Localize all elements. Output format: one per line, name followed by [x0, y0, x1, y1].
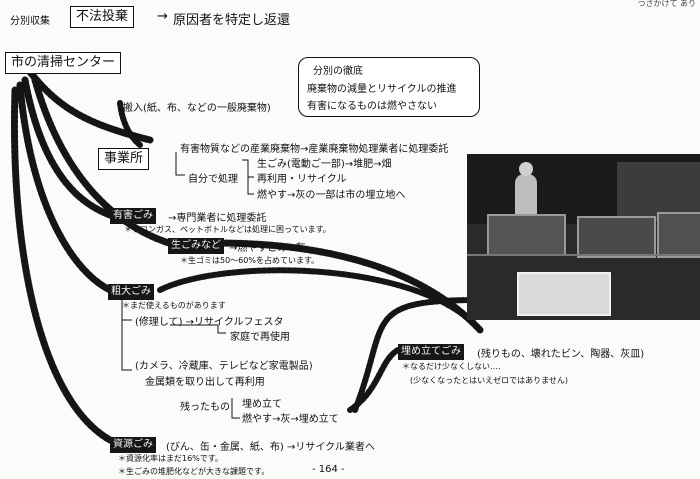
flow-to-resources: [11, 86, 114, 444]
bulky-appliances: (カメラ、冷蔵庫、テレビなど家電製品): [135, 361, 313, 372]
bulky-burn: 燃やす→灰→埋め立て: [242, 414, 339, 425]
kitchen-text: →燃やすごみ→灰: [229, 243, 306, 254]
self-option-3: 燃やす→灰の一部は市の埋立地へ: [257, 190, 406, 201]
self-option-2: 再利用・リサイクル: [257, 174, 347, 185]
center-title: 市の清掃センター: [5, 52, 122, 74]
business-box: 事業所: [98, 148, 150, 170]
hazardous-label: 有害ごみ: [110, 208, 156, 224]
bulky-landfill: 埋め立て: [242, 399, 282, 410]
flow-to-hazardous: [21, 76, 114, 219]
resources-label: 資源ごみ: [110, 437, 156, 453]
illegal-dumping-box: 不法投棄: [70, 6, 135, 28]
bracket-rest: [231, 398, 240, 419]
self-processing-label: 自分で処理: [188, 174, 238, 185]
white-bin: [517, 272, 611, 316]
bracket-bulky: [121, 300, 132, 371]
arrow-home: [170, 324, 226, 334]
bulky-metals: 金属類を取り出して再利用: [145, 377, 265, 388]
inbound-text: 搬入(紙、布、などの一般廃棄物): [123, 103, 271, 114]
policy-line-2: 有害になるものは燃やさない: [307, 101, 437, 112]
policy-line-1: 廃棄物の減量とリサイクルの推進: [307, 84, 457, 95]
flow-inbound: [117, 100, 143, 148]
top-right-text: つさかけて あり: [637, 0, 696, 8]
header-label: 分別収集: [10, 16, 50, 27]
bulky-note: ＊まだ使えるものがあります: [122, 301, 226, 310]
hazardous-text: →専門業者に処理委託: [168, 213, 267, 224]
business-line-1: 有害物質などの産業廃棄物→産業廃棄物処理業者に処理委託: [180, 144, 449, 155]
hazardous-note: ＊フロンガス、ペットボトルなどは処理に困っています。: [124, 225, 331, 234]
policy-box: 分別の徹底 廃棄物の減量とリサイクルの推進 有害になるものは燃やさない: [298, 57, 480, 117]
bracket-self: [242, 159, 254, 195]
kitchen-label: 生ごみなど: [168, 238, 224, 254]
landfill-note-1: ＊なるだけ少なくしない‥‥: [402, 362, 501, 371]
bulky-home: 家庭で再使用: [230, 332, 290, 343]
header-arrow: →: [157, 9, 168, 24]
flow-to-kitchen: [31, 76, 176, 248]
flow-bulky-landfill: [157, 267, 473, 323]
resources-note-2: ＊生ごみの堆肥化などが大きな課題です。: [118, 467, 270, 476]
page-number: - 164 -: [312, 464, 345, 475]
header-result: 原因者を特定し返還: [173, 13, 291, 28]
kitchen-note: ＊生ゴミは50〜60%を占めています。: [180, 256, 320, 265]
resources-text: (びん、缶・金属、紙、布) →リサイクル業者へ: [166, 442, 375, 453]
landfill-label: 埋め立てごみ: [398, 344, 464, 360]
self-option-1: 生ごみ(電動ご一部)→堆肥→畑: [257, 159, 392, 170]
bulky-repair: (修理して) →リサイクルフェスタ: [135, 317, 284, 328]
bulky-rest: 残ったもの: [180, 402, 230, 413]
bracket-business: [175, 152, 185, 176]
bulky-label: 粗大ごみ: [108, 284, 154, 300]
landfill-text: (残りもの、壊れたビン、陶器、灰皿): [477, 349, 645, 360]
flow-to-bulky: [16, 81, 114, 294]
resources-note-1: ＊資源化率はまだ16%です。: [118, 454, 223, 463]
policy-title: 分別の徹底: [313, 66, 363, 77]
landfill-note-2: (少なくなったとはいえゼロではありません): [410, 376, 569, 385]
recycling-site-photo: [467, 154, 700, 320]
